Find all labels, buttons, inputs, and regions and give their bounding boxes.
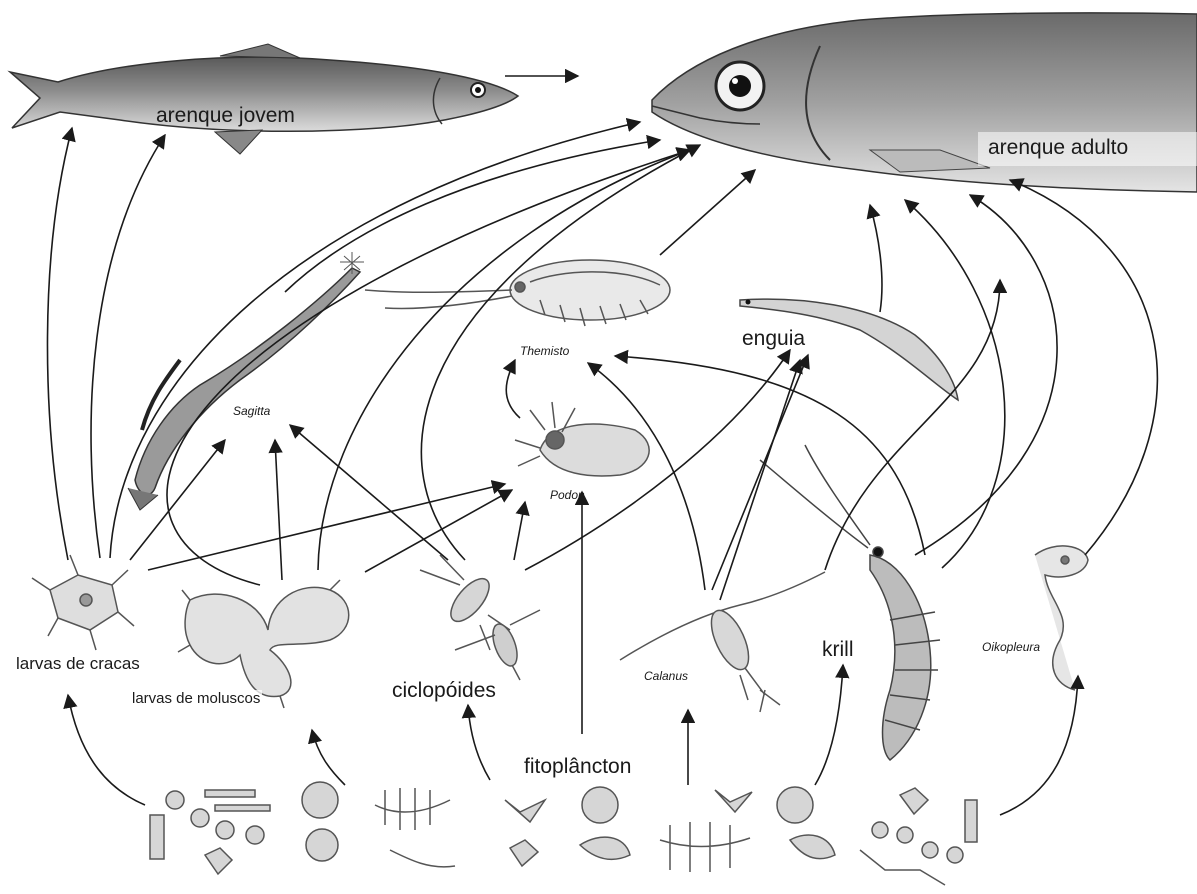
arrow-mollusc-to-podon: [365, 490, 512, 572]
arrow-krill-to-adult: [905, 200, 1005, 568]
label-sagitta: Sagitta: [233, 404, 270, 418]
arrow-barnacle-to-young: [47, 128, 72, 560]
arrow-cyclopoid-to-podon: [514, 502, 525, 560]
arrow-mollusc-to-adult: [167, 150, 690, 585]
label-arenque-jovem: arenque jovem: [156, 104, 295, 128]
arrow-phyto-to-cyclopoid: [468, 705, 490, 780]
label-oikopleura: Oikopleura: [982, 640, 1040, 654]
label-larvas-de-moluscos: larvas de moluscos: [130, 690, 262, 707]
arrow-eel-to-adult: [870, 205, 882, 312]
arrow-krill-to-themisto: [615, 356, 925, 555]
arrow-podon-to-themisto: [506, 360, 520, 418]
arrow-phyto-to-barnacle: [68, 695, 145, 805]
label-themisto: Themisto: [520, 344, 569, 358]
label-arenque-adulto: arenque adulto: [988, 136, 1128, 160]
sagitta-illustration: [128, 252, 364, 510]
arrow-calanus2-to-eel: [720, 360, 800, 600]
arrow-barnacle-to-podon: [148, 484, 505, 570]
label-calanus: Calanus: [644, 669, 688, 683]
phytoplankton-illustration: [150, 782, 977, 885]
arrow-mollusc-to-sagitta: [275, 440, 282, 580]
label-fitoplancton: fitoplâncton: [522, 755, 633, 779]
krill-illustration: [760, 445, 940, 760]
arrow-phyto-to-oikopleura: [1000, 676, 1078, 815]
arrow-phyto-to-krill: [815, 665, 843, 785]
arrow-themisto-to-adult: [660, 170, 755, 255]
arrow-oikopleura-to-adult: [1010, 180, 1157, 555]
label-krill: krill: [820, 638, 856, 662]
label-podon: Podon: [550, 488, 585, 502]
label-enguia: enguia: [742, 327, 805, 351]
arrow-mollusc2-to-adult: [318, 150, 690, 570]
cyclopoid-illustration: [420, 555, 540, 680]
label-ciclopoides: ciclopóides: [390, 679, 498, 703]
barnacle-larva-illustration: [32, 555, 134, 650]
label-larvas-de-cracas: larvas de cracas: [14, 654, 142, 674]
podon-illustration: [515, 402, 649, 476]
arrow-phyto-to-mollusc: [312, 730, 345, 785]
mollusc-larva-illustration: [178, 580, 349, 708]
oikopleura-illustration: [1035, 546, 1088, 690]
young-herring-illustration: [10, 44, 518, 154]
